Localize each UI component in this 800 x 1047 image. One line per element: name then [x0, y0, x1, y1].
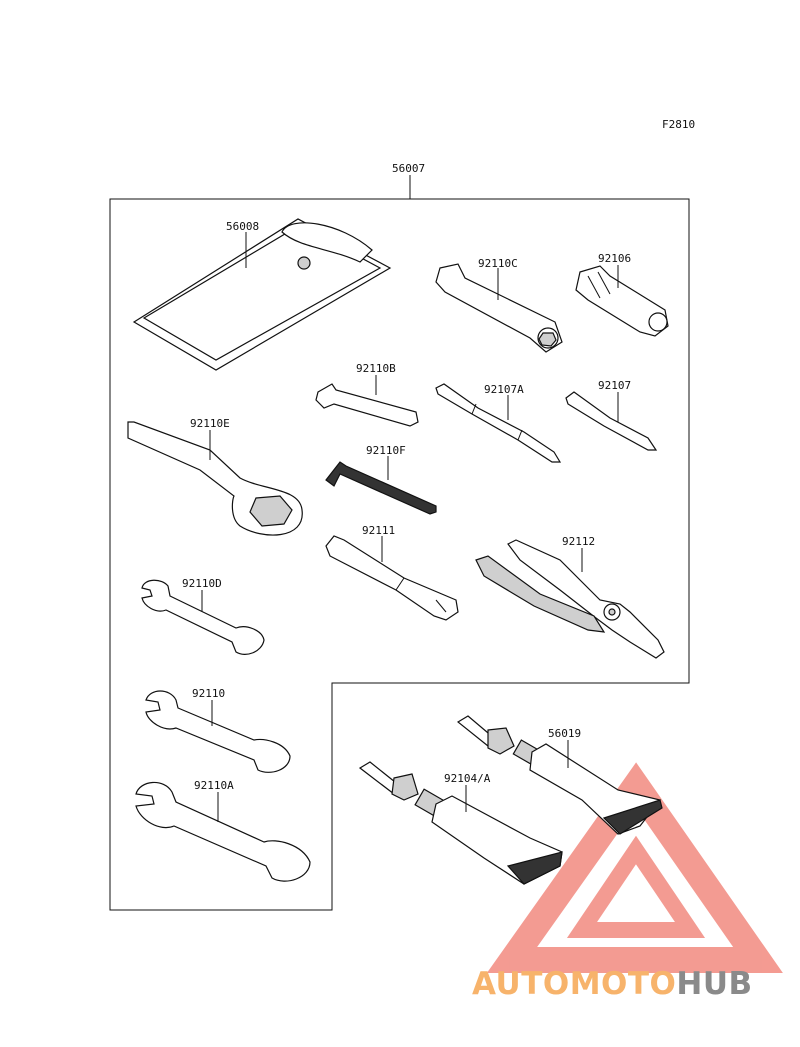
tool-pouch-icon	[132, 218, 392, 371]
label-92110: 92110	[192, 687, 225, 700]
hex-key-f-icon	[325, 461, 437, 515]
screwdriver-icon	[565, 391, 658, 451]
label-92107: 92107	[598, 379, 631, 392]
figure-code: F2810	[662, 118, 695, 131]
label-92104A: 92104/A	[444, 772, 491, 785]
label-92107A: 92107A	[484, 383, 524, 396]
watermark-brand: AUTOMOTOHUB	[472, 966, 753, 1002]
hex-key-b-icon	[315, 383, 419, 427]
extension-bar-icon	[325, 535, 459, 621]
grease-tube-a-icon	[358, 761, 563, 885]
label-92110A: 92110A	[194, 779, 234, 792]
watermark-logo-icon	[486, 762, 783, 973]
label-56008: 56008	[226, 220, 259, 233]
screwdriver-a-icon	[435, 383, 562, 463]
label-92110C: 92110C	[478, 257, 518, 270]
brand-word-1: AUTOMOTO	[472, 966, 677, 1002]
label-92110D: 92110D	[182, 577, 222, 590]
label-92112: 92112	[562, 535, 595, 548]
label-92106: 92106	[598, 252, 631, 265]
label-92110E: 92110E	[190, 417, 230, 430]
wrench-icon	[145, 690, 291, 773]
label-56019: 56019	[548, 727, 581, 740]
label-92110B: 92110B	[356, 362, 396, 375]
grease-tube-icon	[456, 715, 663, 835]
kit-outline	[109, 198, 690, 911]
wrench-d-icon	[141, 579, 265, 655]
wrench-a-icon	[135, 781, 311, 882]
brand-word-2: HUB	[676, 966, 753, 1002]
label-92110F: 92110F	[366, 444, 406, 457]
pliers-icon	[475, 539, 665, 659]
label-56007: 56007	[392, 162, 425, 175]
ring-spanner-icon	[127, 421, 303, 536]
label-92111: 92111	[362, 524, 395, 537]
socket-icon	[575, 265, 669, 337]
box-wrench-icon	[435, 263, 563, 353]
